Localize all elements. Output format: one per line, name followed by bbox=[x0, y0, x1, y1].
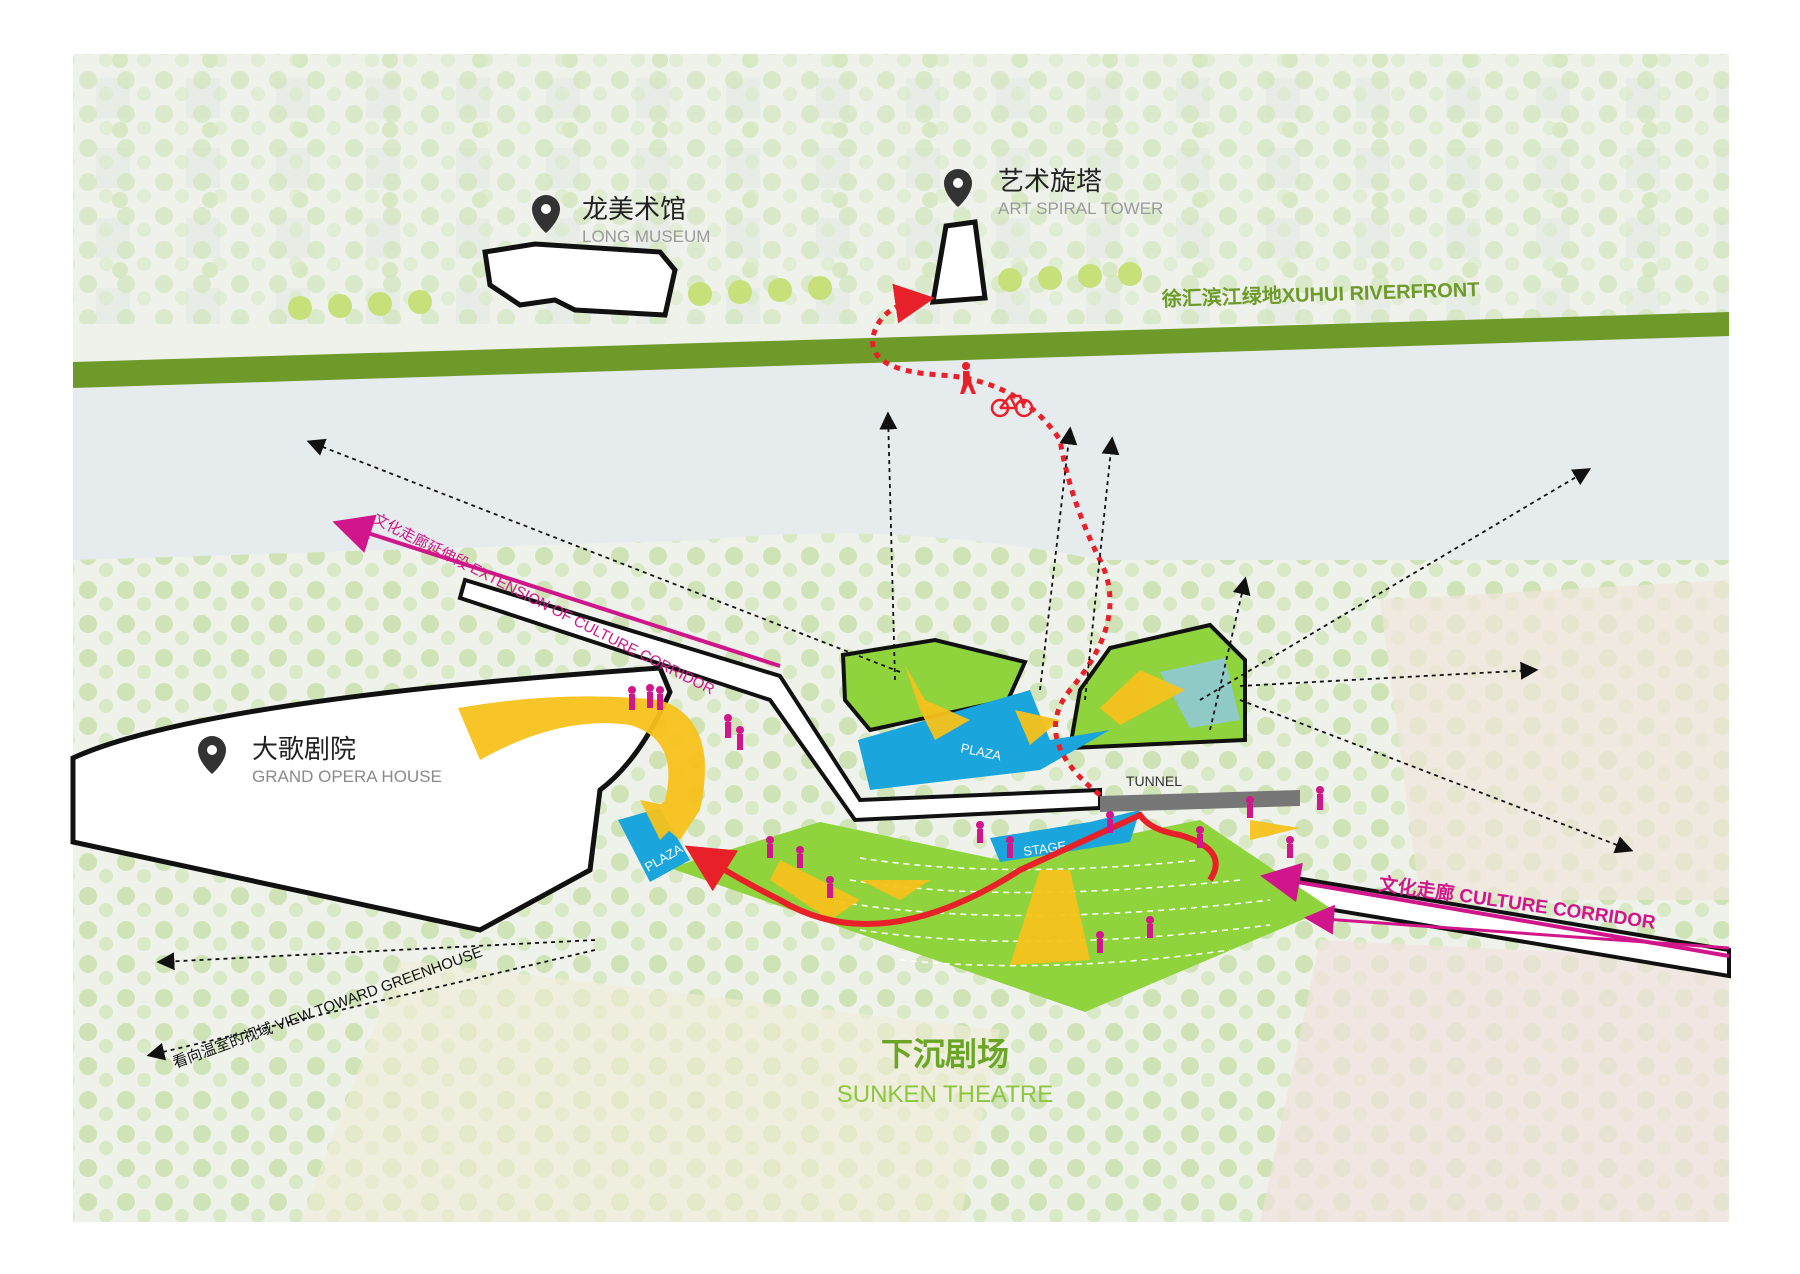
riverfront-band bbox=[73, 312, 1729, 388]
art-spiral-tower-name-en: ART SPIRAL TOWER bbox=[998, 199, 1163, 218]
long-museum-building bbox=[482, 241, 678, 318]
grand-opera-house-name-en: GRAND OPERA HOUSE bbox=[252, 767, 442, 786]
plaza-upper bbox=[858, 690, 1110, 790]
view-arrows bbox=[146, 411, 1634, 1061]
art-spiral-tower-name-cn: 艺术旋塔 bbox=[998, 166, 1102, 196]
plaza-lower bbox=[618, 808, 690, 882]
corridor-extension-arrow bbox=[332, 514, 781, 668]
stage bbox=[990, 810, 1140, 862]
location-pin-icon bbox=[198, 736, 226, 774]
art-spiral-tower-building bbox=[929, 219, 988, 305]
grand-opera-house-name-cn: 大歌剧院 bbox=[252, 734, 356, 764]
long-museum-name-cn: 龙美术馆 bbox=[582, 194, 686, 224]
riverfront-trees bbox=[288, 262, 1142, 320]
pedestrian-icon bbox=[960, 362, 976, 394]
bicycle-icon bbox=[990, 394, 1034, 418]
sunken-theatre-name-cn: 下沉剧场 bbox=[881, 1036, 1009, 1072]
location-pin-icon bbox=[944, 169, 972, 207]
sunken-theatre-lawn bbox=[670, 820, 1330, 1012]
flow-arrows bbox=[458, 665, 1300, 965]
sunken-theatre-name-en: SUNKEN THEATRE bbox=[837, 1081, 1053, 1108]
long-museum-name-en: LONG MUSEUM bbox=[582, 227, 710, 246]
pavilion-glass bbox=[1160, 658, 1240, 728]
location-pin-icon bbox=[532, 195, 560, 233]
culture-corridor-arrow-2 bbox=[1304, 904, 1730, 950]
pedestrian-route-dotted bbox=[870, 283, 1113, 797]
people-figures bbox=[628, 684, 1324, 953]
pedestrian-route-solid bbox=[684, 811, 1219, 927]
tunnel-label: TUNNEL bbox=[1126, 773, 1182, 789]
